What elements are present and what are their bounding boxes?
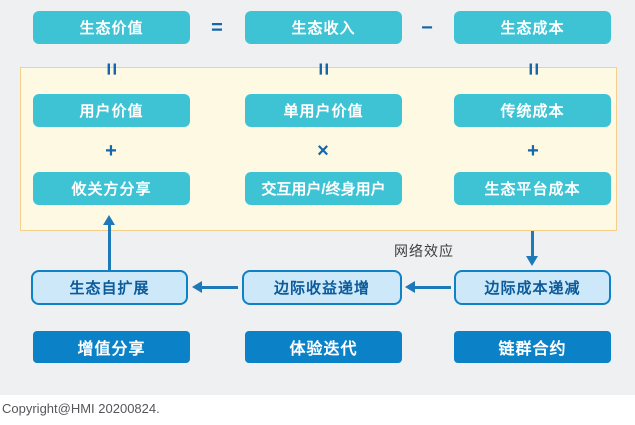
equivalence-icon: = [521, 62, 546, 76]
node-eco-cost: 生态成本 [454, 11, 611, 44]
equivalence-icon: = [99, 62, 124, 76]
node-eco-value: 生态价值 [33, 11, 190, 44]
node-value-sharing: 增值分享 [33, 331, 190, 363]
node-eco-income: 生态收入 [245, 11, 402, 44]
node-marginal-cost-decrease: 边际成本递减 [454, 270, 611, 305]
minus-operator: − [421, 17, 433, 39]
node-experience-iteration: 体验迭代 [245, 331, 402, 363]
plus-operator: + [527, 140, 539, 162]
node-user-value: 用户价值 [33, 94, 190, 127]
node-chain-group-contract: 链群合约 [454, 331, 611, 363]
equivalence-icon: = [311, 62, 336, 76]
node-traditional-cost: 传统成本 [454, 94, 611, 127]
node-eco-platform-cost: 生态平台成本 [454, 172, 611, 205]
node-per-user-value: 单用户价值 [245, 94, 402, 127]
node-eco-self-expansion: 生态自扩展 [31, 270, 188, 305]
times-operator: × [317, 140, 329, 162]
node-stakeholder-share: 攸关方分享 [33, 172, 190, 205]
copyright-text: Copyright@HMI 20200824. [2, 401, 160, 416]
network-effect-label: 网络效应 [394, 243, 454, 259]
node-marginal-revenue-increase: 边际收益递增 [242, 270, 402, 305]
plus-operator: + [105, 140, 117, 162]
node-interaction-lifetime-users: 交互用户/终身用户 [245, 172, 402, 205]
equals-operator: = [211, 17, 223, 39]
